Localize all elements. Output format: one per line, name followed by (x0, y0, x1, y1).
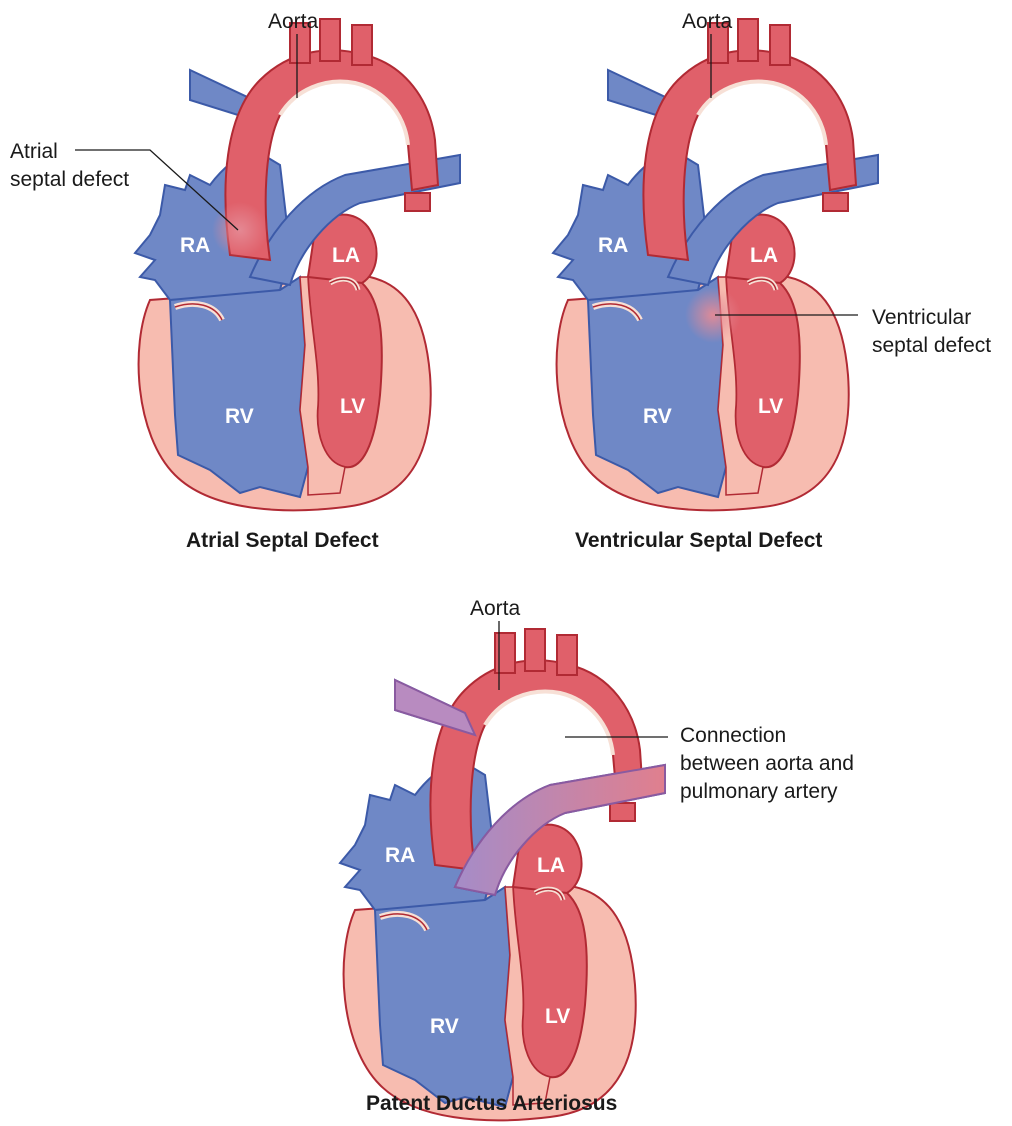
label-la: LA (537, 854, 565, 877)
caption-asd: Atrial Septal Defect (186, 529, 379, 552)
heart-illustration-vsd (553, 19, 878, 510)
label-lv: LV (758, 395, 783, 418)
vsd-callout-line1: Ventricular (872, 306, 971, 329)
caption-vsd: Ventricular Septal Defect (575, 529, 822, 552)
label-rv: RV (225, 405, 254, 428)
caption-pda: Patent Ductus Arteriosus (366, 1092, 617, 1115)
vsd-callout-line2: septal defect (872, 334, 991, 357)
label-ra: RA (180, 234, 210, 257)
label-lv: LV (340, 395, 365, 418)
pda-callout-line1: Connection (680, 724, 786, 747)
label-rv: RV (430, 1015, 459, 1038)
label-ra: RA (598, 234, 628, 257)
pda-callout-line3: pulmonary artery (680, 780, 838, 803)
label-ra: RA (385, 844, 415, 867)
aorta-label-pda: Aorta (470, 597, 521, 620)
pda-callout-line2: between aorta and (680, 752, 854, 775)
label-lv: LV (545, 1005, 570, 1028)
panel-vsd: RA LA RV LV (553, 19, 878, 510)
label-la: LA (332, 244, 360, 267)
atrial-defect-glow (212, 202, 268, 258)
label-la: LA (750, 244, 778, 267)
aorta-label-asd: Aorta (268, 10, 319, 33)
panel-pda: RA LA RV LV (340, 629, 665, 1120)
label-rv: RV (643, 405, 672, 428)
aorta-label-vsd: Aorta (682, 10, 733, 33)
asd-callout-line1: Atrial (10, 140, 58, 163)
asd-callout-line2: septal defect (10, 168, 129, 191)
